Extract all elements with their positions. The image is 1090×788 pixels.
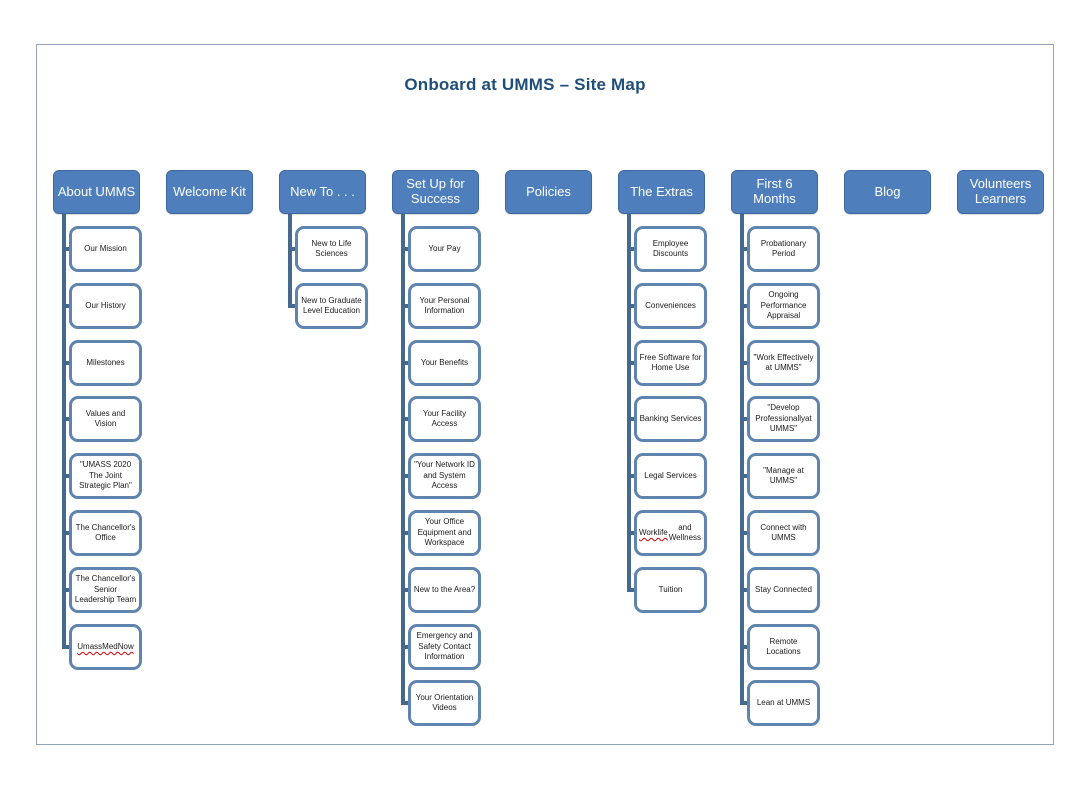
node-your-benefits: Your Benefits	[408, 340, 481, 386]
node-the-chancellor-s-senior-leadership-team: The Chancellor's Senior Leadership Team	[69, 567, 142, 613]
node-the-chancellor-s-office: The Chancellor's Office	[69, 510, 142, 556]
connector-stub	[62, 417, 72, 422]
node-your-orientation-videos: Your Orientation Videos	[408, 680, 481, 726]
connector-stub	[627, 303, 637, 308]
connector-stub	[401, 417, 411, 422]
node-manage-at-umms: "Manage at UMMS"	[747, 453, 820, 499]
node-remote-locations: Remote Locations	[747, 624, 820, 670]
node-new-to-graduate-level-education: New to Graduate Level Education	[295, 283, 368, 329]
node-umass-2020-the-joint-strategic-plan: "UMASS 2020 The Joint Strategic Plan"	[69, 453, 142, 499]
column-header-about-umms: About UMMS	[53, 170, 140, 214]
node-new-to-the-area: New to the Area?	[408, 567, 481, 613]
node-ongoing-performance-appraisal: Ongoing Performance Appraisal	[747, 283, 820, 329]
connector-stub	[288, 303, 298, 308]
node-your-personal-information: Your Personal Information	[408, 283, 481, 329]
node-our-history: Our History	[69, 283, 142, 329]
node-banking-services: Banking Services	[634, 396, 707, 442]
connector-stub	[740, 587, 750, 592]
node-your-pay: Your Pay	[408, 226, 481, 272]
node-lean-at-umms: Lean at UMMS	[747, 680, 820, 726]
connector-stub	[740, 360, 750, 365]
node-work-effectively-at-umms: "Work Effectively at UMMS"	[747, 340, 820, 386]
connector-line	[62, 214, 66, 649]
node-values-and-vision: Values and Vision	[69, 396, 142, 442]
page-title: Onboard at UMMS – Site Map	[404, 75, 646, 94]
connector-stub	[401, 303, 411, 308]
connector-stub	[62, 303, 72, 308]
connector-line	[627, 214, 631, 592]
node-conveniences: Conveniences	[634, 283, 707, 329]
node-emergency-and-safety-contact-information: Emergency and Safety Contact Information	[408, 624, 481, 670]
connector-stub	[627, 417, 637, 422]
node-your-network-id-and-system-access: "Your Network ID and System Access	[408, 453, 481, 499]
connector-stub	[740, 417, 750, 422]
column-header-blog: Blog	[844, 170, 931, 214]
connector-stub	[62, 587, 72, 592]
connector-stub	[401, 644, 411, 649]
node-your-facility-access: Your Facility Access	[408, 396, 481, 442]
connector-stub	[627, 531, 637, 535]
connector-stub	[740, 644, 750, 649]
misspelled-word: Worklife	[639, 527, 668, 537]
connector-stub	[740, 247, 750, 251]
node-your-office-equipment-and-workspace: Your Office Equipment and Workspace	[408, 510, 481, 556]
node-stay-connected: Stay Connected	[747, 567, 820, 613]
connector-stub	[740, 303, 750, 308]
connector-stub	[740, 531, 750, 535]
connector-stub	[401, 587, 411, 592]
misspelled-word: UmassMedNow	[77, 641, 134, 651]
connector-stub	[62, 474, 72, 479]
node-umassmednow: UmassMedNow	[69, 624, 142, 670]
connector-line	[288, 214, 292, 308]
connector-stub	[401, 531, 411, 535]
sitemap-page-frame: Onboard at UMMS – Site Map About UMMS Our…	[36, 44, 1054, 745]
column-header-first-6-months: First 6 Months	[731, 170, 818, 214]
node-probationary-period: Probationary Period	[747, 226, 820, 272]
connector-stub	[288, 247, 298, 251]
column-header-the-extras: The Extras	[618, 170, 705, 214]
connector-stub	[401, 474, 411, 479]
connector-stub	[627, 474, 637, 479]
connector-stub	[401, 360, 411, 365]
column-header-new-to: New To . . .	[279, 170, 366, 214]
connector-stub	[401, 247, 411, 251]
connector-stub	[62, 531, 72, 535]
connector-stub	[627, 587, 637, 592]
connector-stub	[401, 701, 411, 706]
node-legal-services: Legal Services	[634, 453, 707, 499]
node-employee-discounts: Employee Discounts	[634, 226, 707, 272]
connector-stub	[62, 247, 72, 251]
node-develop-professionallyat-umms: "Develop Professionallyat UMMS"	[747, 396, 820, 442]
node-tuition: Tuition	[634, 567, 707, 613]
connector-line	[740, 214, 744, 706]
column-header-welcome-kit: Welcome Kit	[166, 170, 253, 214]
connector-stub	[740, 701, 750, 706]
connector-stub	[627, 360, 637, 365]
node-free-software-for-home-use: Free Software for Home Use	[634, 340, 707, 386]
column-header-policies: Policies	[505, 170, 592, 214]
node-milestones: Milestones	[69, 340, 142, 386]
connector-stub	[62, 644, 72, 649]
connector-stub	[62, 360, 72, 365]
connector-stub	[740, 474, 750, 479]
node-new-to-life-sciences: New to Life Sciences	[295, 226, 368, 272]
connector-stub	[627, 247, 637, 251]
node-connect-with-umms: Connect with UMMS	[747, 510, 820, 556]
connector-line	[401, 214, 405, 706]
node-worklife-and-wellness: Worklife and Wellness	[634, 510, 707, 556]
column-header-set-up-for-success: Set Up for Success	[392, 170, 479, 214]
column-header-volunteers-learners: Volunteers Learners	[957, 170, 1044, 214]
node-our-mission: Our Mission	[69, 226, 142, 272]
